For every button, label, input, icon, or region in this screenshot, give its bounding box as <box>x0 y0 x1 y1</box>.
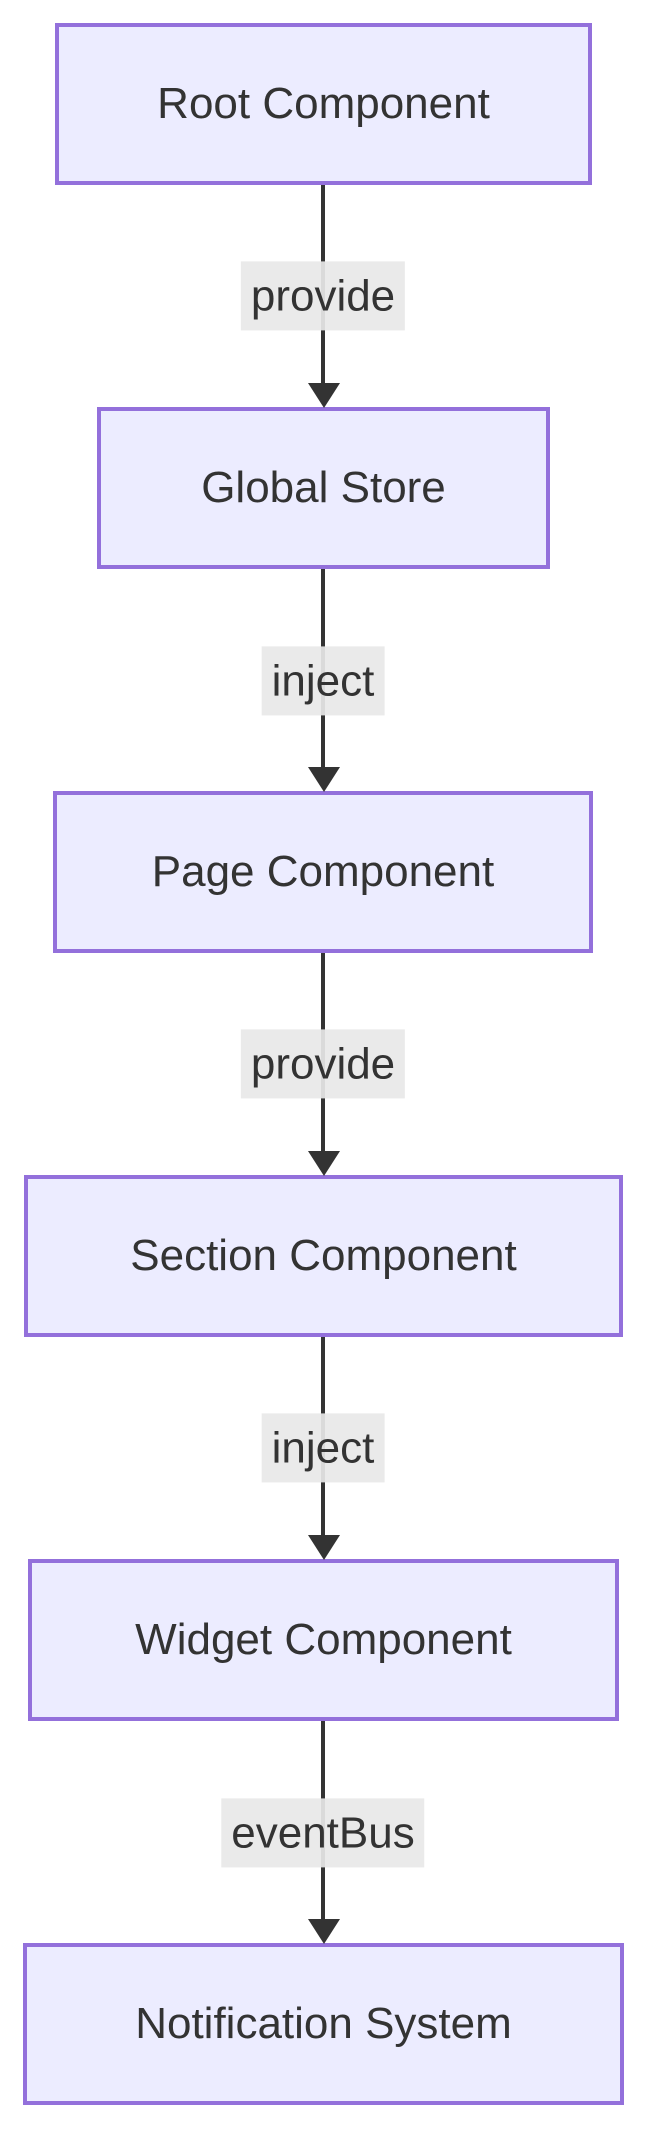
edge-root-store-arrowhead-icon <box>308 383 340 408</box>
node-widget-component: Widget Component <box>28 1559 619 1721</box>
node-page-component: Page Component <box>53 791 593 953</box>
edge-store-page-arrowhead-icon <box>308 767 340 792</box>
edge-page-section-label: provide <box>240 1029 406 1099</box>
edge-section-widget-label: inject <box>261 1413 385 1483</box>
edge-page-section-arrowhead-icon <box>308 1151 340 1176</box>
edge-store-page-label: inject <box>261 646 385 716</box>
edge-root-store-label: provide <box>240 261 406 331</box>
edge-section-widget-arrowhead-icon <box>308 1535 340 1560</box>
node-global-store: Global Store <box>97 407 550 569</box>
edge-widget-notify-label: eventBus <box>221 1798 425 1868</box>
edge-widget-notify-arrowhead-icon <box>308 1919 340 1944</box>
node-section-component: Section Component <box>24 1175 623 1337</box>
node-root-component: Root Component <box>55 23 592 185</box>
node-notification-system: Notification System <box>23 1943 624 2105</box>
